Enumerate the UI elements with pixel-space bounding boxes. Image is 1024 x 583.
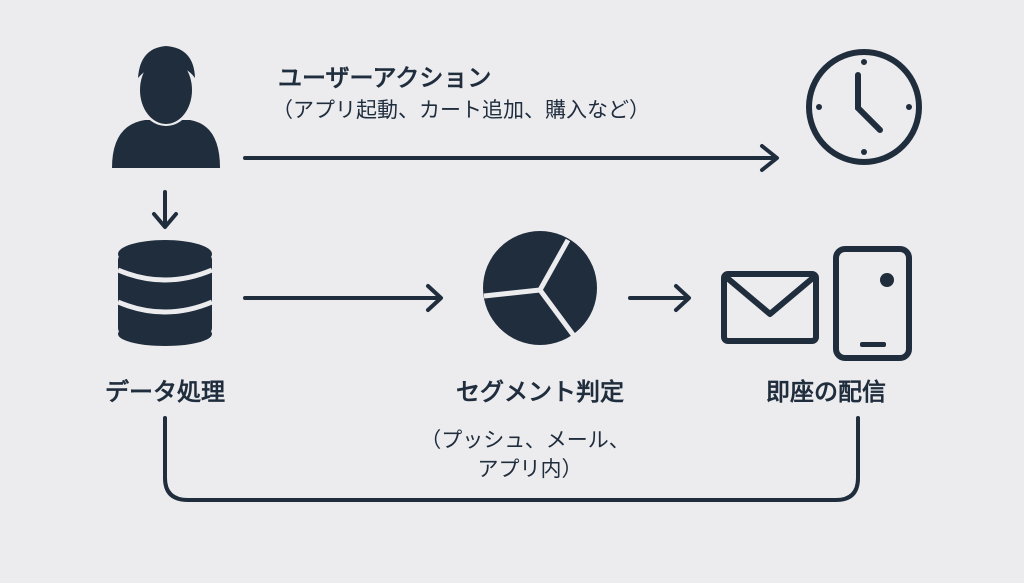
segment-label: セグメント判定 [456,378,624,406]
arrow-to-delivery [628,284,691,312]
arrow-down [152,190,178,229]
arrow-to-segment [243,284,443,312]
arrow-to-clock [243,144,779,172]
data-processing-label: データ処理 [105,378,225,406]
database-icon [117,240,213,346]
segment-sub-line1: （プッシュ、メール、 [420,428,630,452]
feedback-loop [163,416,860,502]
pie-chart-icon [483,231,597,345]
clock-icon [806,49,922,165]
delivery-label: 即座の配信 [766,378,886,406]
user-icon [112,46,220,168]
smartphone-icon [833,246,912,361]
user-action-subtitle: （アプリ起動、カート追加、購入など） [272,98,650,122]
user-action-title: ユーザーアクション [278,64,492,92]
envelope-icon [721,271,819,344]
segment-sub-line2: アプリ内） [477,457,583,481]
